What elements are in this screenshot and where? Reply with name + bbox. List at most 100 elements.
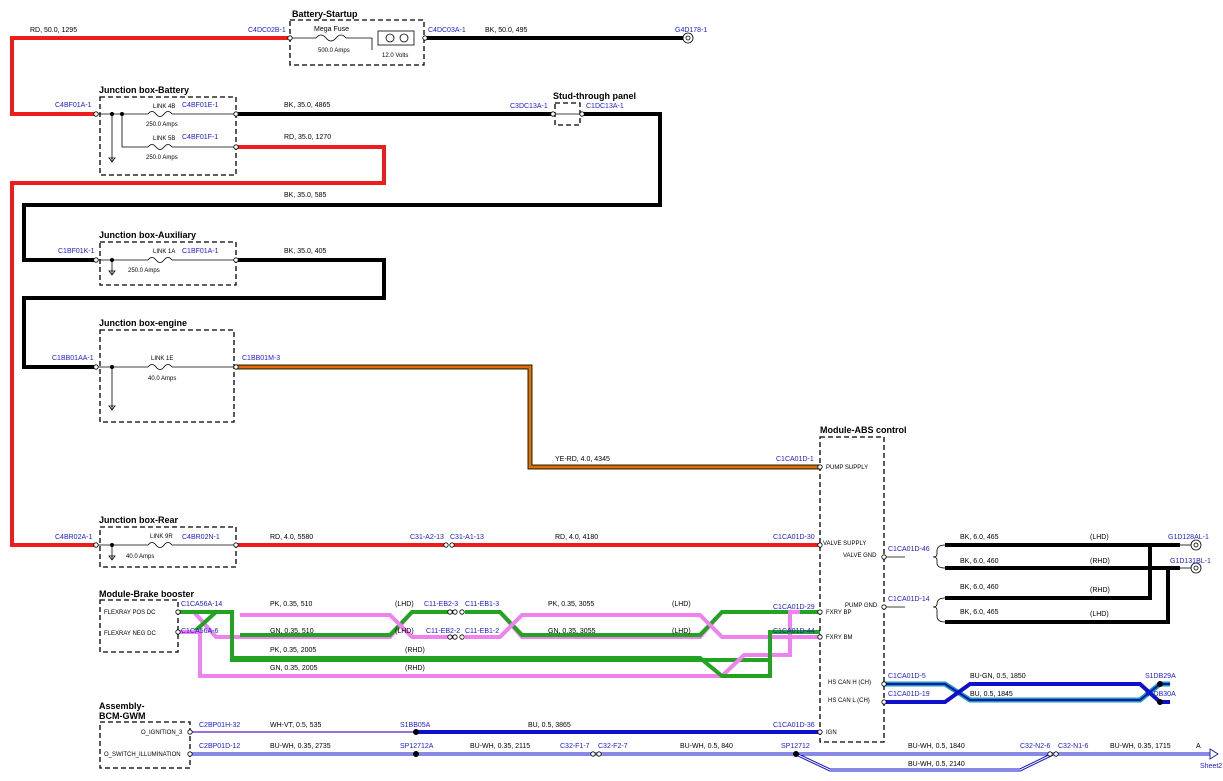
variant-lhd-4: (LHD): [672, 601, 691, 608]
wire-label-w20: BU-GN, 0.5, 1850: [970, 673, 1026, 680]
label-c4bf01f: C4BF01F-1: [182, 134, 218, 141]
link1a-fuse-symbol: [147, 257, 173, 263]
wire-bk-6-460-rhd-b[interactable]: [945, 545, 1152, 600]
terminal-c31-left-cap-b: [447, 634, 453, 640]
wire-pk-lhd-a[interactable]: [240, 613, 455, 639]
splice-sp12712a[interactable]: [413, 751, 419, 757]
wire-label-w12: BK, 6.0, 460: [960, 584, 999, 591]
bcm-gwm-box[interactable]: [99, 721, 191, 769]
splice-s1db30a[interactable]: [1157, 699, 1163, 705]
terminal-c4bf01a[interactable]: [93, 111, 99, 117]
wire-bk-35-585[interactable]: [22, 112, 662, 262]
link4b-rating: 250.0 Amps: [146, 122, 178, 128]
terminal-c4br02a[interactable]: [93, 542, 99, 548]
terminal-c4bf01f[interactable]: [233, 144, 239, 150]
terminal-c4dc03a[interactable]: [422, 35, 428, 41]
terminal-c32n16[interactable]: [1053, 751, 1059, 757]
wire-bk-6-465-lhd-b[interactable]: [945, 568, 1170, 624]
pin-ign: IGN: [826, 730, 837, 736]
link9r-rating: 40.0 Amps: [126, 554, 154, 560]
wire-label-w19: GN, 0.35, 2005: [270, 665, 318, 672]
label-c1bf01k: C1BF01K-1: [58, 248, 95, 255]
terminal-c1bf01k[interactable]: [93, 257, 99, 263]
abs-module-box[interactable]: [819, 436, 885, 743]
terminal-c32n26[interactable]: [1047, 751, 1053, 757]
terminal-c1ca01d-46[interactable]: [881, 554, 887, 560]
wire-rd-35-1270[interactable]: [10, 145, 386, 547]
offpage-arrow-icon[interactable]: [1209, 748, 1219, 760]
wire-labels: RD, 50.0, 1295 BK, 50.0, 495 BK, 35.0, 4…: [30, 27, 1222, 770]
wire-pk-0.35-2005[interactable]: [178, 610, 800, 678]
wire-bu-wh-0.5-2140-stripe: [795, 753, 1054, 771]
terminal-c2bp01d-12[interactable]: [187, 751, 193, 757]
jb-aux-box[interactable]: [99, 241, 237, 286]
pin-pump-gnd: PUMP GND: [845, 603, 878, 609]
terminal-c1ca56a-14[interactable]: [175, 609, 181, 615]
stud-panel-title: Stud-through panel: [553, 91, 636, 101]
variant-rhd-1: (RHD): [1090, 558, 1110, 565]
wire-label-w23: BU, 0.5, 3865: [528, 722, 571, 729]
terminal-c1dc13a[interactable]: [579, 111, 585, 117]
mega-fuse-rating: 500.0 Amps: [318, 48, 350, 54]
battery-symbol: [377, 30, 415, 46]
splice-sp12712[interactable]: [793, 751, 799, 757]
terminal-c1ca01d-19[interactable]: [881, 699, 887, 705]
terminal-c1ca01d-5[interactable]: [881, 681, 887, 687]
battery-startup-box[interactable]: [289, 19, 425, 66]
terminal-c3dc13a[interactable]: [550, 111, 556, 117]
wire-bk-35-405[interactable]: [22, 258, 386, 369]
terminal-c32f17[interactable]: [590, 751, 596, 757]
wire-label-w1: RD, 50.0, 1295: [30, 27, 77, 34]
terminal-c1ca01d-36[interactable]: [817, 729, 823, 735]
terminal-c1ca01d-14[interactable]: [881, 604, 887, 610]
terminal-c11eb13[interactable]: [459, 609, 465, 615]
terminal-c4bf01e[interactable]: [233, 111, 239, 117]
label-c11eb13: C11-EB1-3: [465, 601, 499, 608]
battery-startup-title: Battery-Startup: [292, 9, 358, 19]
terminal-c1ca01d-29[interactable]: [817, 609, 823, 615]
brake-booster-title: Module-Brake booster: [99, 589, 195, 599]
label-c32f27: C32-F2-7: [598, 743, 628, 750]
jb-battery-box[interactable]: [99, 96, 237, 176]
terminal-c1ca01d-1[interactable]: [817, 464, 823, 470]
terminal-c1ca01d-30[interactable]: [817, 542, 823, 548]
variant-lhd-1: (LHD): [1090, 534, 1109, 541]
connector-labels: C4DC02B-1 C4DC03A-1 G4D178-1 C4BF01A-1 C…: [52, 27, 1211, 750]
variant-lhd-6: (LHD): [672, 628, 691, 635]
pin-pump-supply: PUMP SUPPLY: [826, 465, 868, 471]
label-c11eb12: C11-EB1-2: [465, 628, 499, 635]
terminal-c1ca01d-44[interactable]: [817, 634, 823, 640]
jb-rear-box[interactable]: [99, 526, 237, 568]
label-c1ca01d-46: C1CA01D-46: [888, 546, 930, 553]
mega-fuse-symbol: [315, 34, 347, 42]
terminal-c11eb22[interactable]: [452, 634, 458, 640]
terminal-c11eb12[interactable]: [459, 634, 465, 640]
terminal-c31a113[interactable]: [449, 542, 455, 548]
jb-engine-box[interactable]: [99, 329, 235, 423]
terminal-c1ca56a-6[interactable]: [175, 629, 181, 635]
terminal-c4br02n[interactable]: [233, 542, 239, 548]
terminal-c2bp01h-32[interactable]: [187, 729, 193, 735]
wire-label-w6: BK, 35.0, 405: [284, 248, 327, 255]
terminal-c1bf01a[interactable]: [233, 257, 239, 263]
terminal-c1bb01aa[interactable]: [93, 364, 99, 370]
terminal-c11eb23[interactable]: [452, 609, 458, 615]
brake-booster-box[interactable]: [99, 599, 179, 653]
terminal-c1bb01m[interactable]: [233, 364, 239, 370]
terminal-c4dc02b[interactable]: [287, 35, 293, 41]
bcm-gwm-title-1: Assembly-: [99, 701, 145, 711]
wire-gn-0.35-2005[interactable]: [178, 610, 820, 678]
offpage-sheet-link[interactable]: Sheet2: [1200, 763, 1222, 770]
label-c1dc13a: C1DC13A-1: [586, 103, 624, 110]
label-c11eb22: C11-EB2-2: [426, 628, 460, 635]
label-g1d128al: G1D128AL-1: [1168, 534, 1209, 541]
terminal-c32f27[interactable]: [596, 751, 602, 757]
splice-s1bb05a[interactable]: [413, 729, 419, 735]
wire-ye-rd-4-4345[interactable]: [236, 364, 820, 470]
splice-s1db29a[interactable]: [1157, 681, 1163, 687]
terminal-c31a213[interactable]: [443, 542, 449, 548]
pin-o-ignition: O_IGNITION_3: [141, 730, 183, 736]
jb-aux-title: Junction box-Auxiliary: [99, 230, 196, 240]
wire-rd-50-1295[interactable]: [10, 36, 288, 116]
label-c1ca01d-19: C1CA01D-19: [888, 691, 930, 698]
